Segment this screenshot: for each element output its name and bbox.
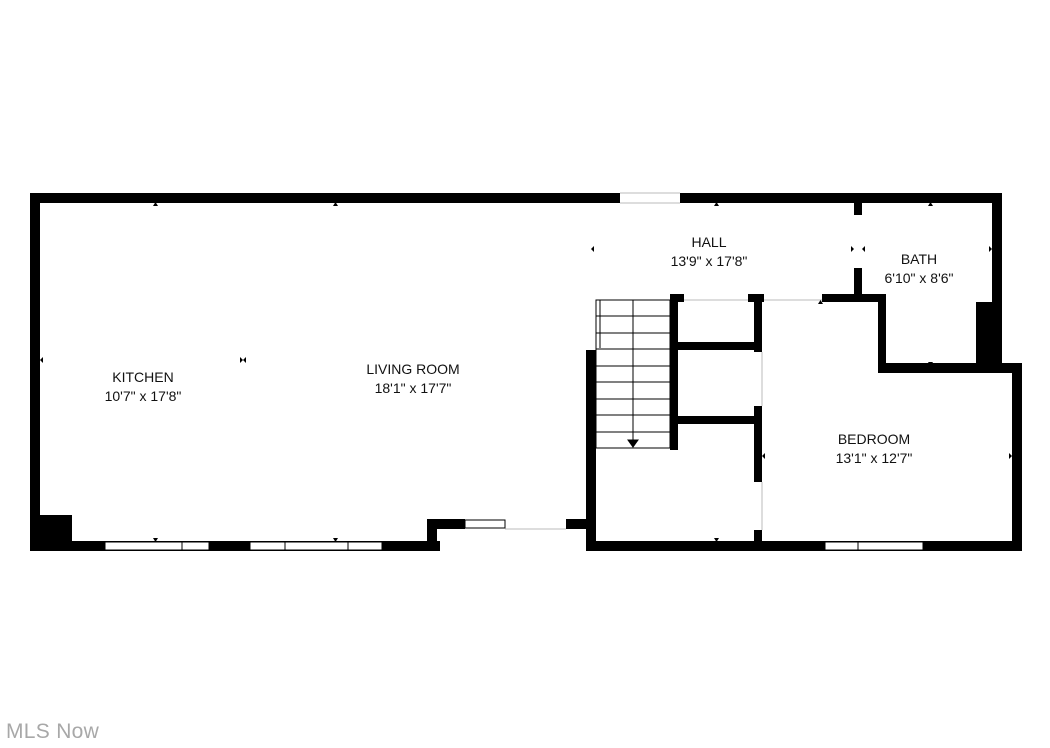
wall-hall-bath-upper: [854, 193, 862, 215]
stair-arrow-icon: [627, 439, 639, 448]
wall-bottom-kitchen: [30, 541, 440, 551]
tick-icon: [587, 360, 590, 366]
interior-walls: [670, 193, 886, 551]
tick-icon: [153, 202, 158, 206]
window-entry: [464, 519, 506, 529]
wall-right-bedroom: [1012, 363, 1022, 551]
wall-closet-1: [670, 342, 760, 350]
wall-closet-left: [670, 294, 678, 450]
wall-hall-bath-lower: [854, 268, 862, 298]
tick-icon: [928, 362, 933, 366]
tick-icon: [989, 246, 992, 252]
wall-bath-bottom: [878, 363, 1022, 373]
dimension-ticks: [40, 202, 1012, 542]
tick-icon: [1009, 453, 1012, 459]
wall-bottom-right: [586, 541, 1022, 551]
tick-icon: [928, 202, 933, 206]
window-kitchen: [104, 541, 210, 551]
windows: [104, 519, 924, 551]
room-dims-hall: 13'9" x 17'8": [671, 253, 748, 269]
tick-icon: [818, 300, 823, 304]
wall-entry-right: [566, 519, 594, 529]
wall-closet-divider-lower: [754, 406, 762, 482]
openings: [505, 192, 822, 530]
tick-icon: [851, 246, 854, 252]
wall-stair-left: [586, 350, 596, 551]
wall-hall-bedroom-c: [822, 294, 886, 302]
wall-bath-corner: [976, 302, 1002, 370]
window-bedroom: [824, 541, 924, 551]
tick-icon: [240, 357, 243, 363]
room-dims-bath: 6'10" x 8'6": [885, 270, 954, 286]
window-living: [249, 541, 383, 551]
tick-icon: [333, 202, 338, 206]
room-dims-bedroom: 13'1" x 12'7": [836, 450, 913, 466]
wall-closet-divider-bottom: [754, 530, 762, 551]
room-labels: KITCHEN 10'7" x 17'8" LIVING ROOM 18'1" …: [105, 234, 954, 466]
tick-icon: [243, 357, 246, 363]
wall-jog-vertical: [427, 519, 437, 551]
exterior-walls: [30, 193, 1022, 551]
tick-icon: [333, 538, 338, 542]
tick-icon: [862, 246, 865, 252]
room-name-bedroom: BEDROOM: [838, 431, 910, 447]
wall-jog-top: [427, 519, 465, 529]
wall-closet-divider-upper: [754, 294, 762, 352]
room-name-hall: HALL: [691, 234, 726, 250]
stairs: [595, 299, 671, 449]
room-name-living: LIVING ROOM: [366, 361, 459, 377]
tick-icon: [591, 246, 594, 252]
watermark: MLS Now: [6, 720, 100, 743]
room-name-kitchen: KITCHEN: [112, 369, 173, 385]
wall-bath-left: [878, 294, 886, 370]
wall-right-upper: [992, 193, 1002, 363]
wall-closet-2: [670, 416, 760, 424]
room-dims-living: 18'1" x 17'7": [375, 380, 452, 396]
wall-left: [30, 193, 40, 551]
tick-icon: [714, 202, 719, 206]
room-name-bath: BATH: [901, 251, 937, 267]
wall-top-left: [30, 193, 620, 203]
tick-icon: [153, 538, 158, 542]
room-dims-kitchen: 10'7" x 17'8": [105, 388, 182, 404]
tick-icon: [762, 453, 765, 459]
tick-icon: [714, 538, 719, 542]
tick-icon: [40, 357, 43, 363]
wall-top-right: [680, 193, 1002, 203]
